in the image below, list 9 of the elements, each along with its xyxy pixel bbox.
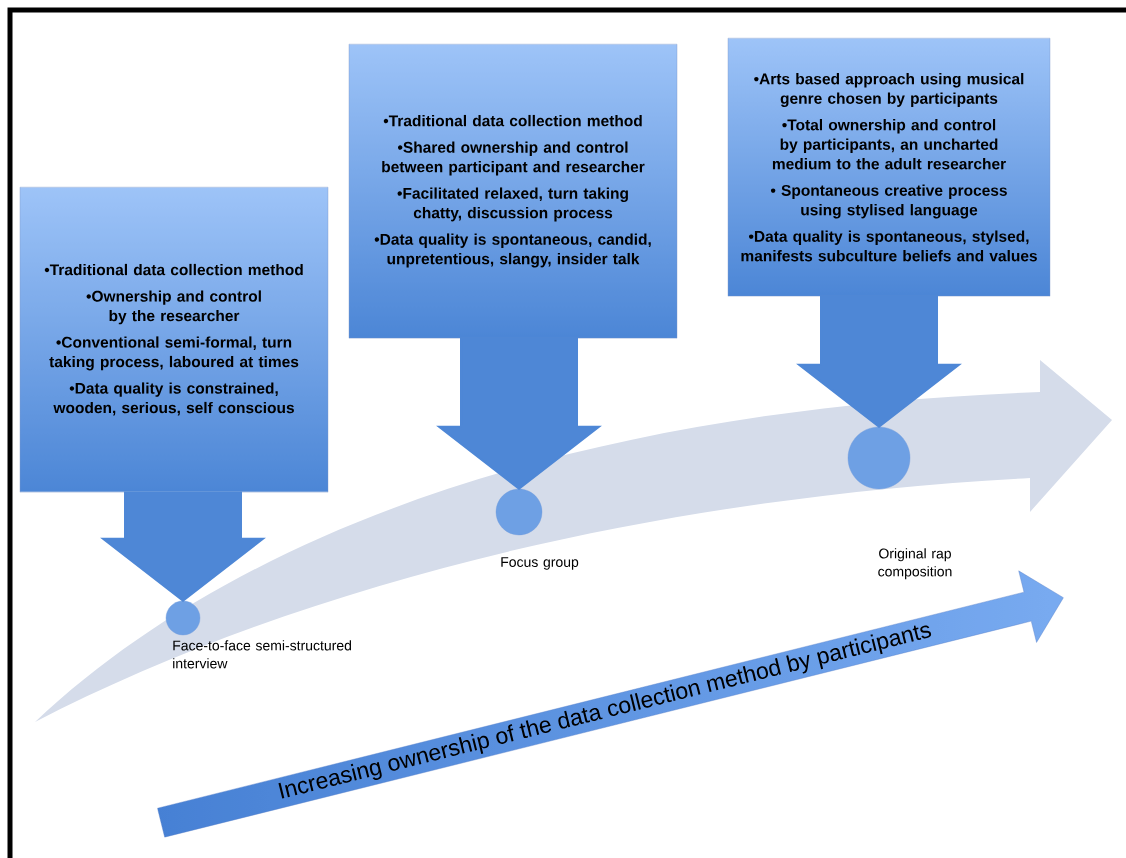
block-arrow	[436, 337, 602, 491]
stage-label: Face-to-face semi-structured interview	[173, 640, 351, 669]
block-arrow	[100, 491, 266, 603]
stage-label: Focus group	[501, 557, 579, 570]
callout-box: •Traditional data collection method •Shared ownership and control between participant and researcher •Facilitated relaxed, turn taking chatty, discussion process •Data quality is spontaneous, candid, unpretentious, slangy, insider talk	[348, 44, 678, 339]
callout-box: •Traditional data collection method •Ownership and control by the researcher •Conventional semi-formal, turn taking process, laboured at times •Data quality is constrained, wooden, serious, self conscious	[19, 187, 329, 493]
callout-box: •Arts based approach using musical genre chosen by participants •Total ownership and control by participants, an uncharted medium to the adult researcher • Spontaneous creative process using stylised language •Data quality is spontaneous, stylsed, manifests subculture beliefs and values	[727, 38, 1051, 297]
block-arrow	[796, 295, 962, 429]
timeline-dot	[165, 600, 201, 636]
